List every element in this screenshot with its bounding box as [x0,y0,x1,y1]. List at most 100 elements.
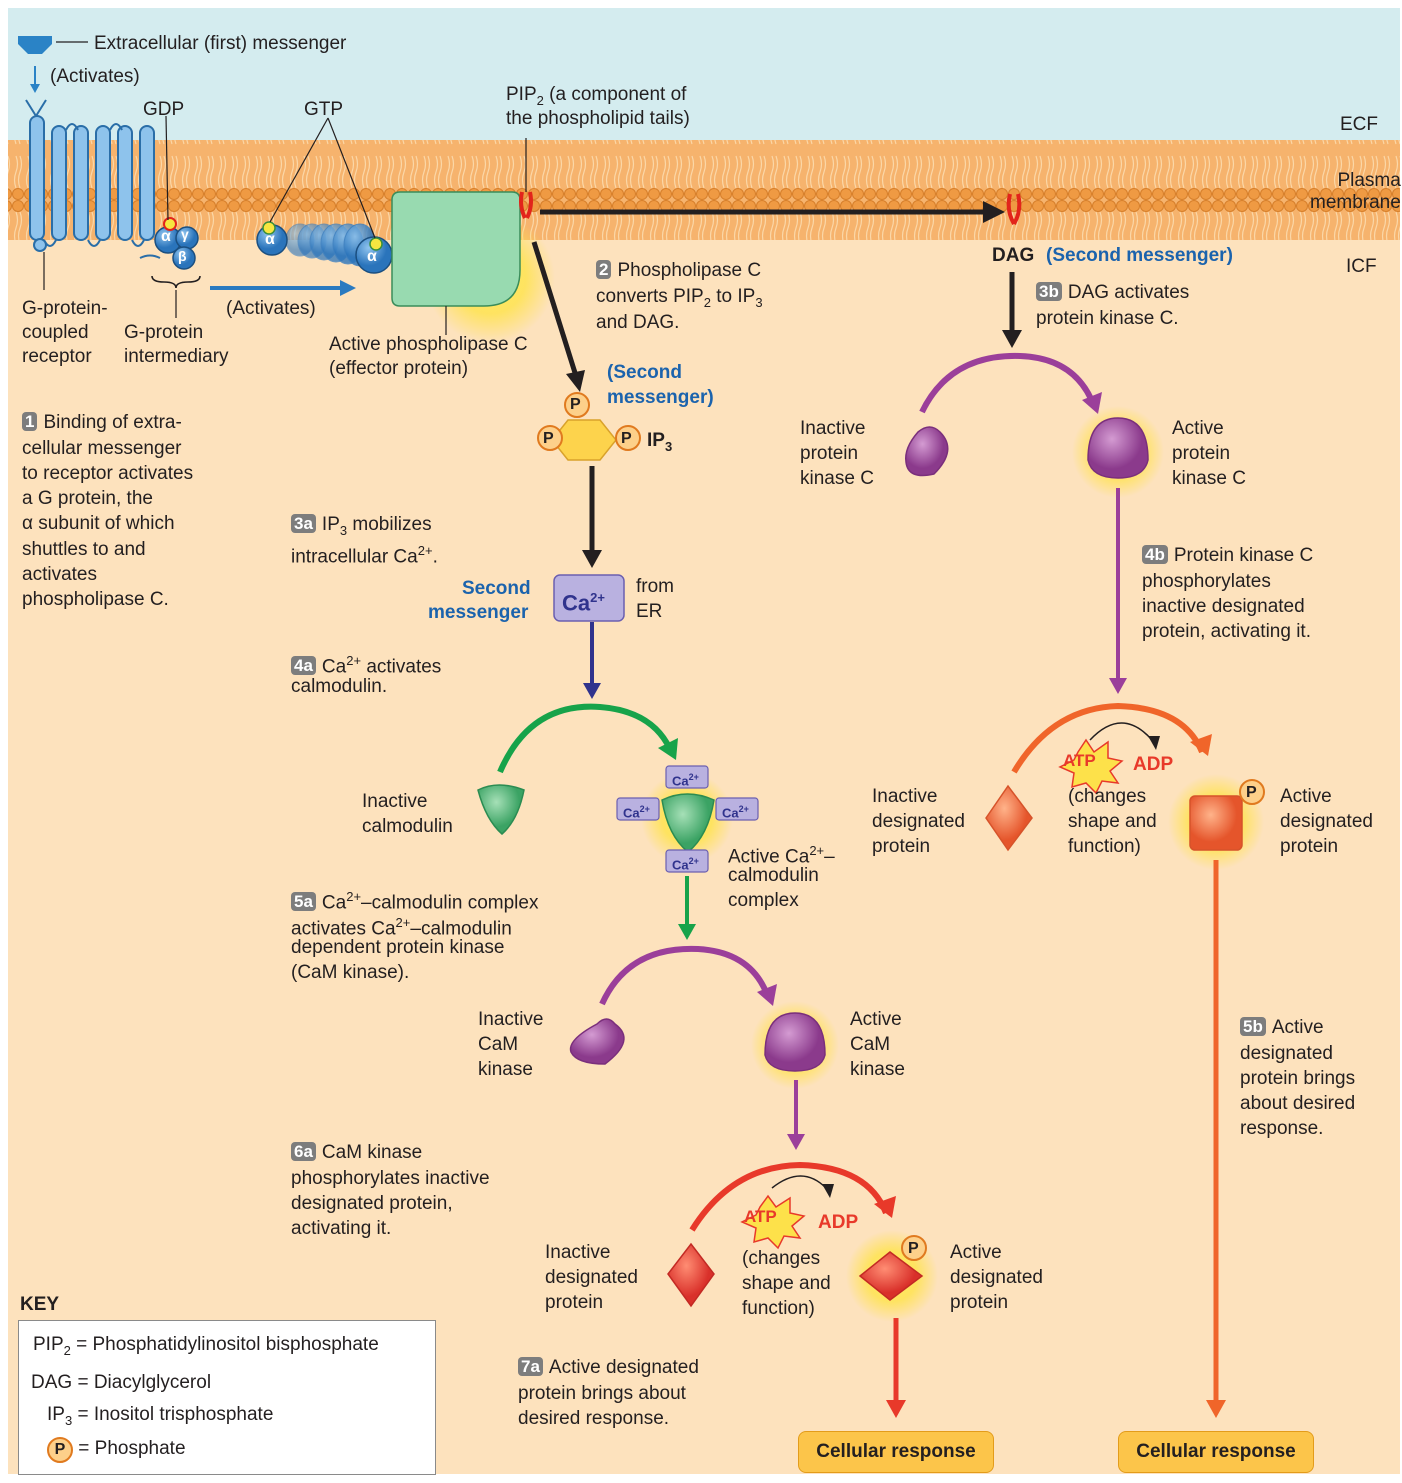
active-designated-bottom-1: Active [950,1242,1002,1263]
ca-box-label: Ca2+ [562,590,605,616]
key-box: PIP2 = Phosphatidylinositol bisphosphate… [18,1320,436,1475]
key-dag: DAG = Diacylglycerol [31,1372,212,1393]
active-pkc-label-1: Active [1172,418,1224,439]
step-5b-line-2: designated [1240,1043,1333,1064]
ca-second-messenger-label-1: Second [462,578,531,599]
step-5b-line-4: about desired [1240,1093,1356,1114]
g-protein-coupled-receptor [25,99,155,252]
atp-burst-bottom [740,1194,806,1250]
cellular-response-left: Cellular response [798,1431,994,1473]
active-cam-label-2: CaM [850,1034,891,1055]
step-5a-line-2: activates Ca2+–calmodulin [291,915,512,940]
inactive-cam-label-2: CaM [478,1034,519,1055]
phosphate-right: P [621,430,632,447]
gtp-label: GTP [304,99,344,120]
step-7a-line-3: desired response. [518,1408,670,1429]
ca-chip-left: Ca2+ [623,804,650,821]
step-6a-line-2: phosphorylates inactive [291,1168,490,1189]
active-designated-right-shape [1189,795,1243,851]
gamma-label: γ [181,226,189,242]
atp-burst-right [1058,738,1124,795]
receptor-label-1: G-protein- [22,298,108,319]
ca-second-messenger-label-2: messenger [428,602,529,623]
step-1-line-5: α subunit of which [22,513,175,534]
inactive-designated-right-1: Inactive [872,786,938,807]
pip2-label-line1: PIP2 (a component of [506,84,687,108]
step-4a-line-2: calmodulin. [291,676,388,697]
inactive-calmodulin-label-2: calmodulin [362,816,453,837]
active-pkc-label-3: kinase C [1172,468,1246,489]
step-2-line-3: and DAG. [596,312,680,333]
inactive-designated-bottom-3: protein [545,1292,604,1313]
inactive-pkc-label-2: protein [800,443,859,464]
phospholipase-c-shape [391,191,521,307]
inactive-designated-right-2: designated [872,811,965,832]
inactive-designated-bottom-1: Inactive [545,1242,611,1263]
dag-label: DAG [992,245,1035,266]
step-6a-line-3: designated protein, [291,1193,453,1214]
inactive-pkc-label-3: kinase C [800,468,874,489]
active-designated-right-3: protein [1280,836,1339,857]
step-5a-line-4: (CaM kinase). [291,962,410,983]
step-4b-line-3: inactive designated [1142,596,1305,617]
active-designated-right-1: Active [1280,786,1332,807]
step-3a-line-2: intracellular Ca2+. [291,543,438,568]
alpha-label-bound: α [367,248,377,265]
step-2-line-2: converts PIP2 to IP3 [596,286,763,310]
atp-label-right: ATP [1063,751,1096,770]
from-er-label-2: ER [636,601,663,622]
dag-second-messenger-label: (Second messenger) [1046,245,1233,266]
alpha-label-trimer: α [161,228,171,245]
phosphate-bottom-active: P [908,1240,919,1257]
ip3-second-messenger-label-2: messenger) [607,387,714,408]
inactive-designated-right-3: protein [872,836,931,857]
pip2-label-line2: the phospholipid tails) [506,108,690,129]
inactive-cam-label-1: Inactive [478,1009,544,1030]
inactive-cam-label-3: kinase [478,1059,533,1080]
step-4b-line-2: phosphorylates [1142,571,1271,592]
key-phosphate: P = Phosphate [47,1437,186,1463]
step-1-line-3: to receptor activates [22,463,194,484]
active-complex-label-2: calmodulin [728,865,819,886]
active-designated-right-2: designated [1280,811,1373,832]
first-messenger-label: Extracellular (first) messenger [94,33,347,54]
step-1-line-4: a G protein, the [22,488,153,509]
receptor-label-2: coupled [22,322,89,343]
calcium-box [553,574,625,622]
g-protein-label-2: intermediary [124,346,229,367]
phospholipase-label-2: (effector protein) [329,358,469,379]
changes-right-3: function) [1068,836,1141,857]
changes-bottom-2: shape and [742,1273,831,1294]
step-1-line-7: activates [22,564,97,585]
ca-chip-bottom: Ca2+ [672,856,699,873]
active-designated-bottom-2: designated [950,1267,1043,1288]
from-er-label-1: from [636,576,674,597]
inactive-pkc-shape [905,426,949,477]
phosphate-right-active: P [1246,784,1257,801]
inactive-designated-bottom-2: designated [545,1267,638,1288]
plasma-membrane-label: Plasma membrane [1310,170,1401,213]
active-cam-label-3: kinase [850,1059,905,1080]
changes-bottom-1: (changes [742,1248,821,1269]
cellular-response-right: Cellular response [1118,1431,1314,1473]
step-3b-line-2: protein kinase C. [1036,308,1179,329]
adp-label-bottom: ADP [818,1212,859,1233]
active-cam-kinase-shape [764,1012,826,1072]
inactive-pkc-label-1: Inactive [800,418,866,439]
phosphate-icon: P [47,1437,73,1463]
first-messenger-icon [18,36,52,54]
inactive-designated-bottom-shape [667,1242,715,1308]
g-protein-trimer [154,217,199,270]
active-designated-bottom-shape [858,1251,924,1301]
active-complex-label-1: Active Ca2+– [728,843,835,868]
inactive-cam-kinase-shape [569,1018,625,1065]
inactive-calmodulin-shape [477,784,525,835]
